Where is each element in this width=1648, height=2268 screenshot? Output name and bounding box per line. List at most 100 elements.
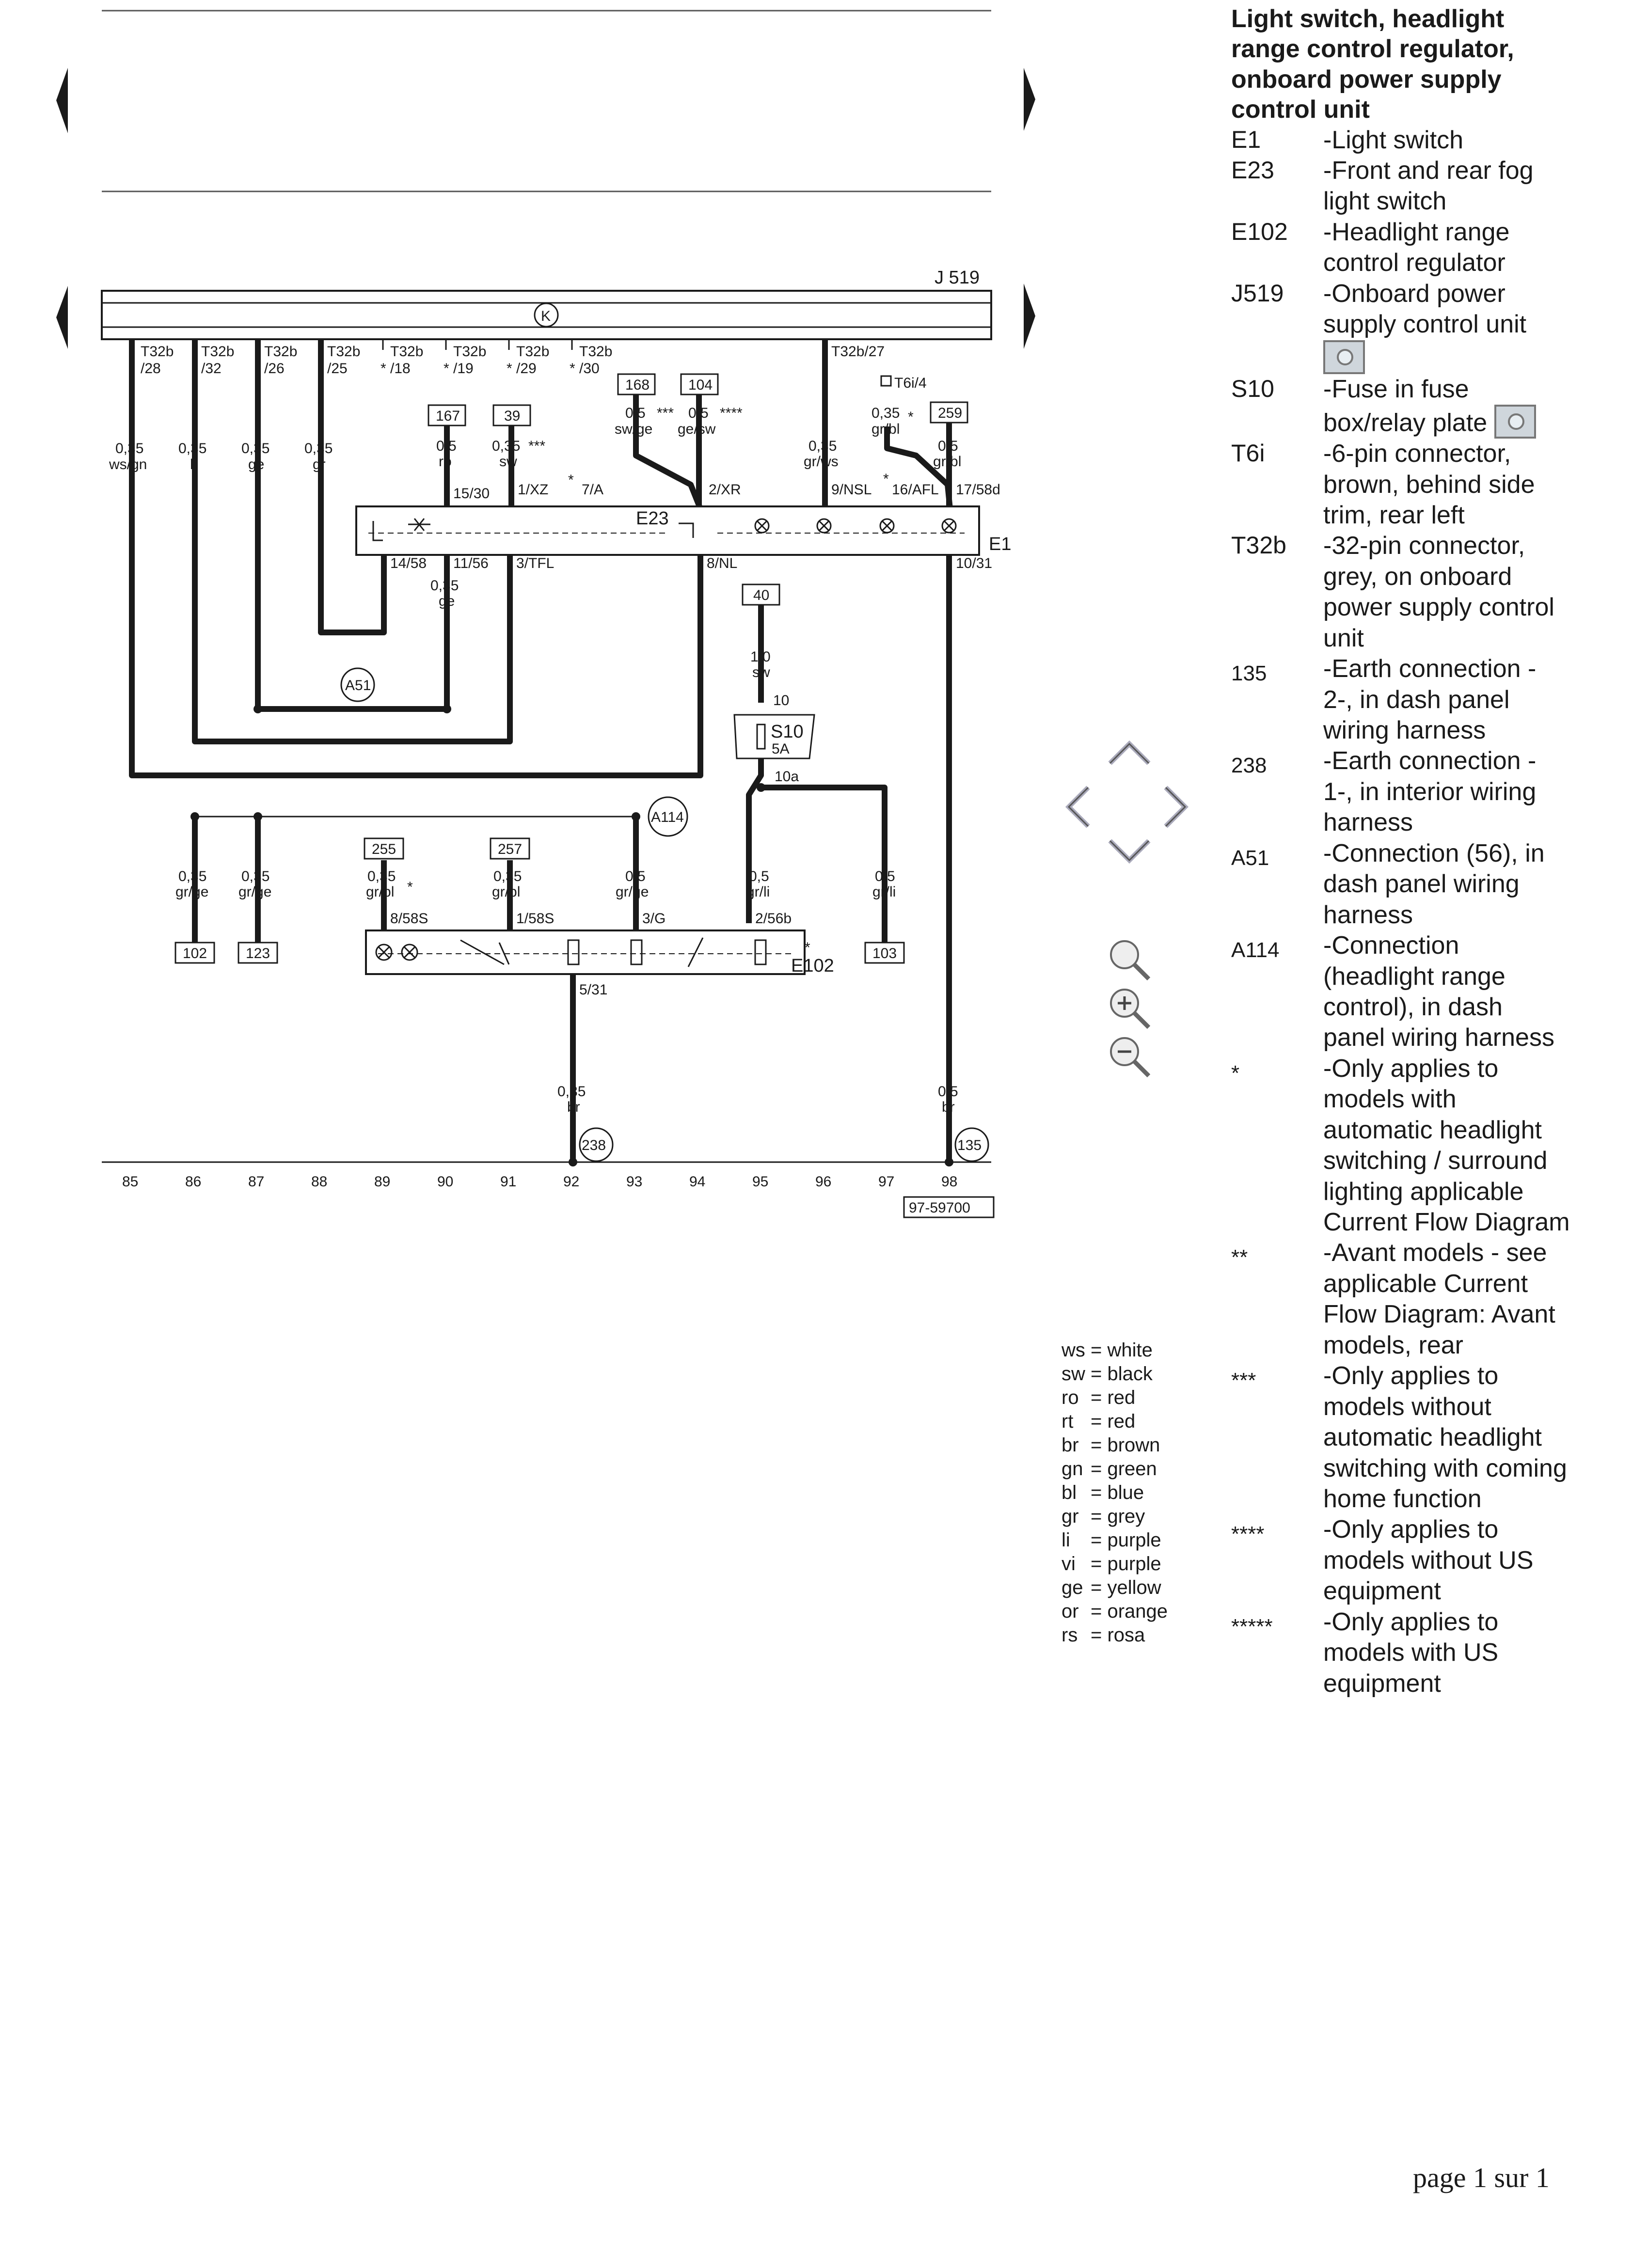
e102-pin-labels: 8/58S 1/58S 3/G 2/56b 5/31 [390,911,792,998]
legend-entry: S10-Fuse in fuse box/relay plate [1231,374,1570,439]
svg-text:11/56: 11/56 [453,555,489,571]
svg-text:102: 102 [183,945,207,961]
e1-light-switch [355,505,980,556]
svg-text:*: * [570,361,575,377]
page-right-arrow-icon[interactable] [1024,68,1035,131]
svg-text:0,35: 0,35 [872,405,900,421]
svg-text:104: 104 [688,377,713,393]
page-left-arrow-icon[interactable] [56,68,68,133]
page-right-arrow-icon[interactable] [1024,284,1035,349]
pan-up-icon[interactable] [1105,737,1154,771]
svg-text:91: 91 [500,1174,516,1190]
page-left-arrow-icon[interactable] [56,286,68,349]
wire-fuse-size: 1,0 [750,649,771,665]
legend-entry: 135-Earth connection - 2-, in dash panel… [1231,655,1537,744]
wire-ground1-color: br [567,1099,580,1115]
pan-left-icon[interactable] [1062,783,1095,831]
ref-number-box [903,1196,995,1218]
e1-label: E1 [989,534,1011,554]
svg-text:gr/ws: gr/ws [804,454,839,470]
svg-text:88: 88 [311,1174,327,1190]
svg-text:*: * [380,361,386,377]
svg-text:96: 96 [815,1174,831,1190]
color-key-row: rs= rosa [1062,1624,1145,1646]
e102-regulator [365,929,806,975]
svg-text:sw/ge: sw/ge [615,421,652,437]
svg-text:98: 98 [941,1174,957,1190]
svg-text:95: 95 [752,1174,768,1190]
svg-text:****: **** [720,405,743,421]
color-key-row: ro= red [1062,1387,1136,1408]
svg-text:T32b: T32b [579,344,612,360]
svg-text:*: * [568,472,574,488]
svg-text:T32b: T32b [327,344,360,360]
svg-text:1/XZ: 1/XZ [518,482,548,498]
k-symbol [534,302,559,328]
pan-right-icon[interactable] [1158,783,1192,831]
diagram-navigation [1057,737,1202,1115]
svg-text:87: 87 [248,1174,264,1190]
svg-text:0,35: 0,35 [808,438,837,454]
svg-text:10/31: 10/31 [956,555,992,571]
pan-down-icon[interactable] [1105,834,1154,867]
legend-entry: T32b-32-pin connector, grey, on onboard … [1231,532,1554,652]
svg-text:gr/ge: gr/ge [616,884,649,900]
wire-a51-size: 0,35 [430,578,459,594]
camera-icon[interactable] [1494,405,1536,439]
a114-label: A114 [651,809,684,825]
s10-rating: 5A [772,741,790,757]
svg-text:*: * [805,940,810,956]
legend-entry: A51-Connection (56), in dash panel wirin… [1231,839,1545,929]
svg-text:0,5: 0,5 [436,438,457,454]
svg-text:167: 167 [436,408,460,424]
wire-a51-color: ge [439,593,455,609]
zoom-out-icon[interactable] [1105,1032,1154,1081]
ground-238 [579,1127,614,1162]
wire-ws-gn [129,339,703,778]
color-key-row: li= purple [1062,1529,1161,1551]
svg-text:ge/sw: ge/sw [678,421,716,437]
svg-text:/25: /25 [327,361,348,377]
svg-text:97: 97 [878,1174,894,1190]
svg-text:gr/bl: gr/bl [492,884,520,900]
svg-text:ws/gn: ws/gn [109,457,147,472]
svg-text:gr/bl: gr/bl [366,884,394,900]
wire-fuse-color: sw [752,664,770,680]
svg-text:0,5: 0,5 [688,405,709,421]
svg-text:***: *** [528,438,545,454]
ref-boxes-low: 102 123 255 257 103 [174,837,905,964]
zoom-in-icon[interactable] [1105,984,1154,1032]
e23-label: E23 [636,508,669,529]
e1-pin-labels: 15/30 1/XZ 7/A * 2/XR 9/NSL 16/AFL * 17/… [390,471,1000,571]
color-key-row: br= brown [1062,1434,1160,1456]
svg-text:0,5: 0,5 [749,868,769,884]
ground-135 [954,1127,989,1162]
svg-text:gr/li: gr/li [872,884,896,900]
svg-text:17/58d: 17/58d [956,482,1000,498]
svg-text:90: 90 [437,1174,453,1190]
svg-text:168: 168 [625,377,650,393]
a51-label: A51 [345,677,371,693]
svg-text:3/TFL: 3/TFL [516,555,554,571]
zoom-reset-icon[interactable] [1105,935,1154,984]
s10-fuse [733,714,815,759]
camera-icon[interactable] [1323,340,1365,374]
svg-text:T32b: T32b [201,344,234,360]
svg-text:257: 257 [498,841,522,857]
svg-text:gr/ge: gr/ge [175,884,208,900]
color-key-row: gr= grey [1062,1506,1145,1527]
svg-text:8/58S: 8/58S [390,911,428,927]
legend-entry: T6i-6-pin connector, brown, behind side … [1231,440,1535,529]
svg-text:2/XR: 2/XR [709,482,741,498]
legend-entry: A114-Connection (headlight range control… [1231,931,1554,1052]
svg-text:0,35: 0,35 [241,441,269,457]
svg-text:*: * [407,879,413,895]
svg-text:255: 255 [372,841,396,857]
svg-text:*: * [507,361,512,377]
svg-text:sw: sw [499,454,517,470]
wire-gr [318,339,387,635]
